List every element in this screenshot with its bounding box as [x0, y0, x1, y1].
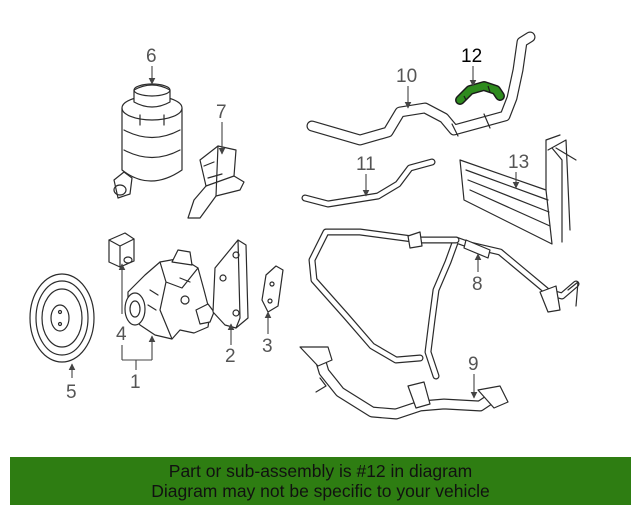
callout-12: 12: [461, 46, 482, 67]
callout-7: 7: [216, 102, 227, 123]
callout-5: 5: [66, 382, 77, 403]
reservoir[interactable]: [113, 83, 183, 199]
callout-11: 11: [356, 154, 376, 175]
reservoir-bracket[interactable]: [187, 145, 245, 219]
callout-13: 13: [508, 152, 529, 173]
callout-6: 6: [146, 46, 157, 67]
pulley[interactable]: [29, 273, 95, 363]
parts-diagram: 6 7 10 12 11 13 8 9 4 1 2 3 5: [29, 31, 580, 420]
oil-cooler[interactable]: [459, 134, 577, 245]
callout-9: 9: [468, 354, 479, 375]
callout-labels: 6 7 10 12 11 13 8 9 4 1 2 3 5: [66, 46, 529, 403]
pressure-pipe[interactable]: [301, 158, 436, 208]
info-banner: Part or sub-assembly is #12 in diagram D…: [10, 457, 631, 505]
callout-1: 1: [130, 372, 141, 393]
power-steering-pump[interactable]: [124, 249, 215, 340]
mounting-bracket[interactable]: [212, 239, 249, 329]
highlighted-hose[interactable]: [455, 81, 505, 105]
return-pipe[interactable]: [306, 31, 536, 146]
return-hose[interactable]: [299, 346, 509, 420]
callout-8: 8: [472, 274, 483, 295]
banner-line-2: Diagram may not be specific to your vehi…: [151, 481, 490, 501]
callout-10: 10: [396, 66, 417, 87]
banner-line-1: Part or sub-assembly is #12 in diagram: [168, 461, 473, 481]
pressure-hose-assembly[interactable]: [308, 228, 580, 380]
callout-leaders: [68, 66, 520, 399]
small-bracket[interactable]: [261, 265, 284, 313]
bushing[interactable]: [108, 232, 135, 268]
callout-3: 3: [262, 336, 273, 357]
callout-2: 2: [225, 346, 236, 367]
callout-4: 4: [116, 324, 127, 345]
